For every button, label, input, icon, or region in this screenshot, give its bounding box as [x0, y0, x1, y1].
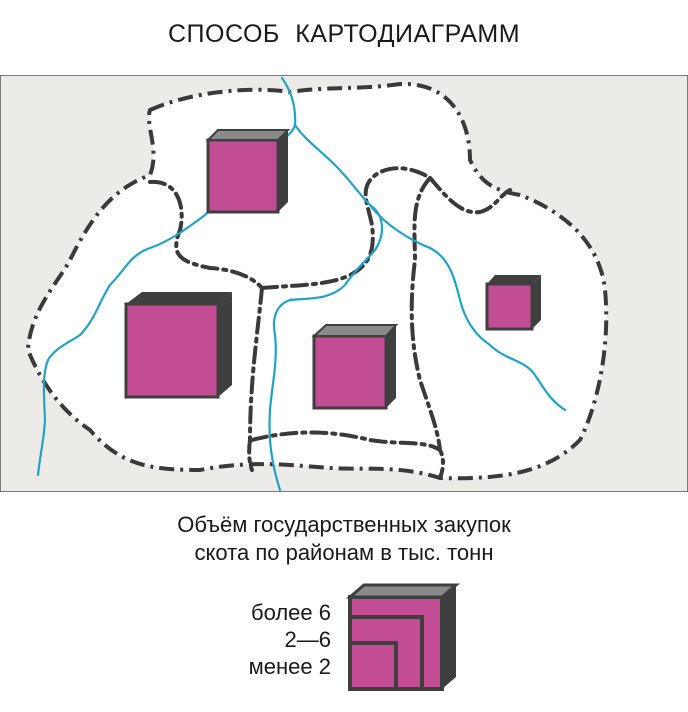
legend-label-medium: 2—6: [284, 627, 331, 652]
border-east-inner: [409, 176, 442, 452]
cube-west: [124, 292, 232, 399]
river-east: [368, 203, 567, 412]
river-center: [268, 123, 383, 492]
cube-north: [205, 129, 291, 214]
border-west-center: [247, 286, 264, 472]
cube-east: [485, 275, 541, 331]
legend-title-line2: скота по районам в тыс. тонн: [194, 540, 494, 565]
border-northeast: [428, 176, 512, 215]
legend-label-large: более 6: [250, 600, 331, 625]
border-center-top: [260, 166, 432, 290]
legend-cube-icon: [346, 583, 460, 691]
legend-title: Объём государственных закупок скота по р…: [0, 511, 688, 567]
page-title: СПОСОБ КАРТОДИАГРАММ: [167, 20, 521, 48]
legend-label-small: менее 2: [248, 654, 331, 679]
border-north-west: [148, 179, 264, 290]
legend-title-line1: Объём государственных закупок: [177, 512, 511, 537]
cube-center: [311, 324, 399, 410]
border-center-east: [250, 430, 445, 480]
map: [0, 75, 688, 492]
